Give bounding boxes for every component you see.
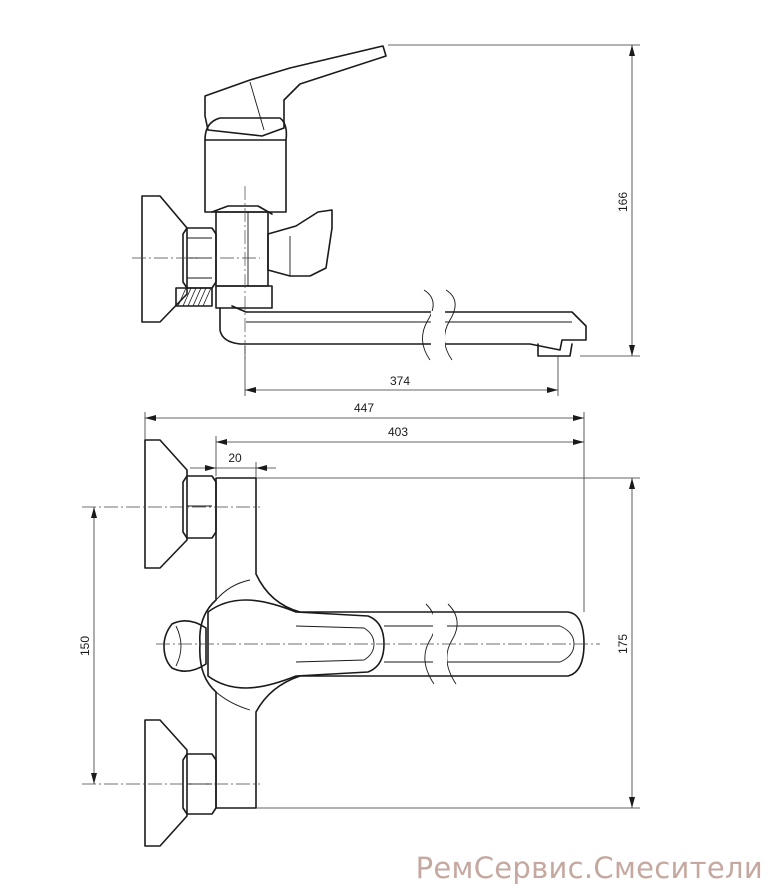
dimension-20: 20	[190, 451, 276, 478]
side-view	[132, 45, 587, 361]
top-hex-nut-upper	[182, 475, 217, 539]
dim-centres-text: 150	[78, 636, 92, 656]
top-flange-upper	[144, 439, 188, 569]
top-hex-nut-lower	[182, 753, 217, 815]
side-eccentric-hatch	[175, 287, 213, 307]
dim-centre-reach-text: 403	[388, 425, 408, 439]
side-diverter-knob[interactable]	[267, 209, 333, 277]
dim-offset-text: 20	[228, 451, 242, 465]
watermark-text: РемСервис.Смесители	[415, 851, 763, 885]
dimension-403: 403	[215, 425, 584, 476]
dim-width-text: 175	[616, 634, 630, 654]
dim-reach-text: 374	[390, 374, 410, 388]
side-wall-flange	[141, 195, 188, 323]
dimension-374: 374	[244, 346, 559, 396]
dimension-447: 447	[144, 401, 585, 612]
side-spout	[219, 305, 587, 351]
dim-overall-text: 447	[354, 401, 374, 415]
top-body	[199, 477, 585, 809]
top-view	[82, 439, 600, 847]
dimension-150: 150	[78, 507, 97, 784]
dimension-166: 166	[388, 44, 640, 357]
dimension-175: 175	[256, 477, 640, 809]
side-cartridge-body	[204, 139, 287, 213]
side-handle-lever[interactable]	[204, 45, 387, 137]
top-diverter-knob[interactable]	[163, 620, 207, 672]
top-flange-lower	[144, 719, 188, 847]
dim-height-text: 166	[616, 192, 630, 212]
